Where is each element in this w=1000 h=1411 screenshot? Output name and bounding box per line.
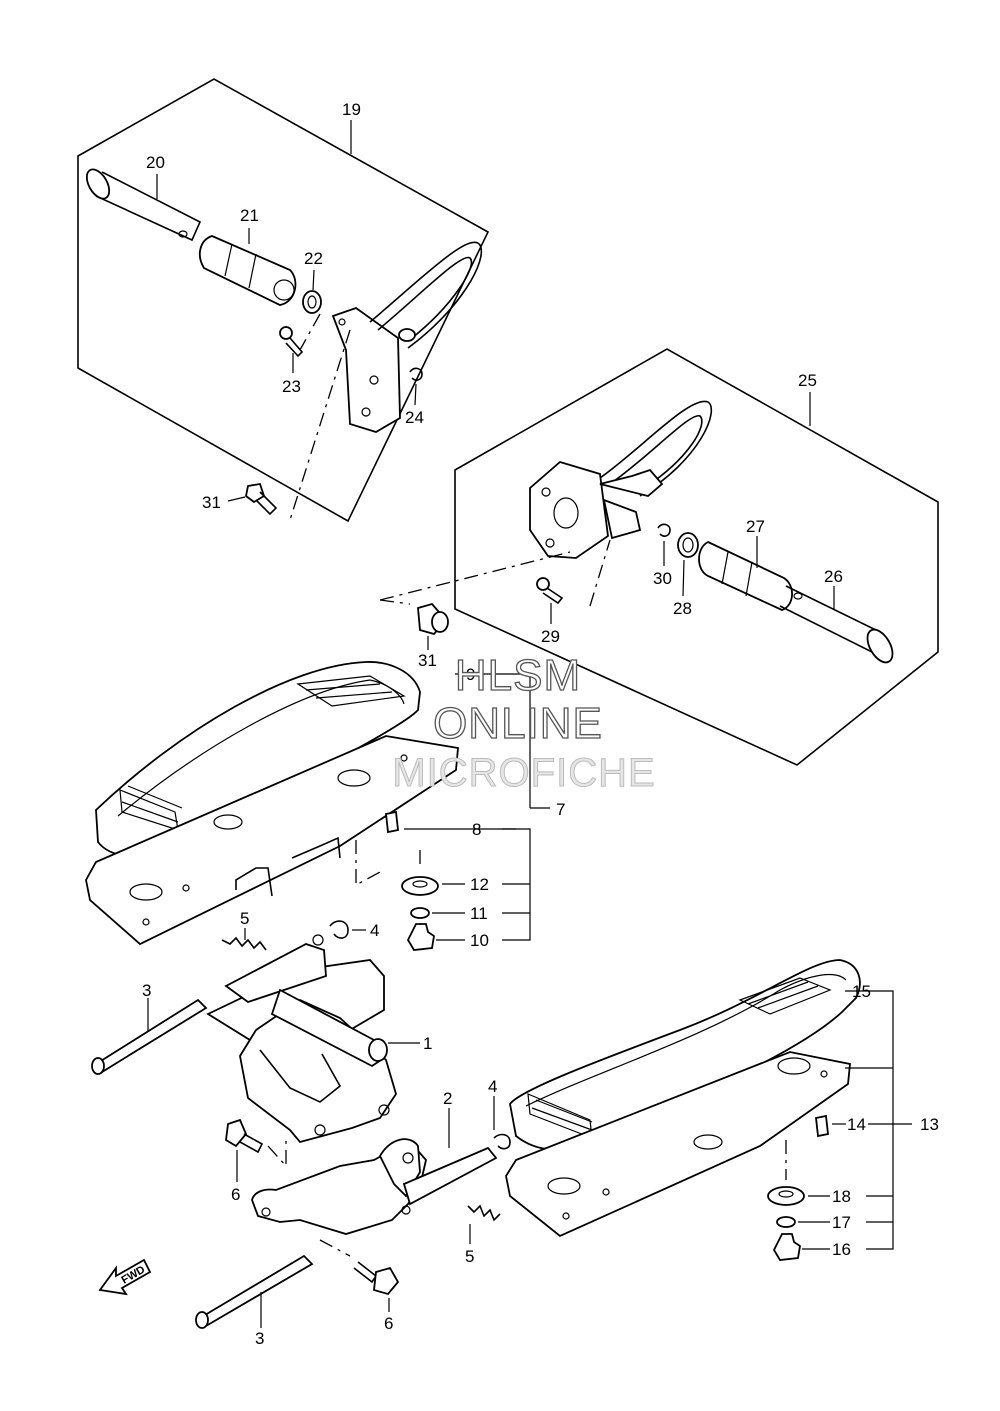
part-number-labels: 19 20 21 22 23 24 31 25 27 26 30 28 29 3… — [142, 100, 939, 1348]
part-label-29: 29 — [541, 627, 560, 646]
part-label-4-lower: 4 — [488, 1077, 497, 1096]
bolt-6-upper — [225, 1118, 264, 1182]
alignment-line-19 — [289, 313, 351, 521]
forward-direction-arrow: FWD — [98, 1258, 152, 1296]
watermark-line-3: MICROFICHE — [392, 751, 655, 795]
footrest-peg-20 — [85, 168, 202, 242]
part-label-5-upper: 5 — [240, 909, 249, 928]
alignment-line-9 — [355, 840, 421, 887]
washer-12 — [401, 876, 465, 896]
spring-5-lower — [467, 1204, 501, 1244]
rod-3-lower — [195, 1254, 314, 1329]
rod-3-upper — [91, 998, 208, 1075]
assembly-box-19 — [77, 78, 490, 523]
footboard-9 — [85, 661, 531, 946]
part-label-10: 10 — [470, 931, 489, 950]
washer-17 — [776, 1216, 830, 1228]
part-label-15: 15 — [852, 982, 871, 1001]
washer-22 — [302, 269, 322, 314]
part-label-7: 7 — [556, 800, 565, 819]
washer-28 — [677, 532, 699, 597]
washer-11 — [410, 907, 465, 919]
part-label-23: 23 — [282, 377, 301, 396]
assembly-box-25 — [454, 348, 939, 766]
watermark: HLSM ONLINE MICROFICHE — [392, 650, 655, 795]
bolt-31-upper — [227, 482, 278, 516]
part-label-5-lower: 5 — [465, 1247, 474, 1266]
bracket-line-13 — [845, 990, 912, 1250]
part-label-2: 2 — [443, 1089, 452, 1108]
part-label-3-lower: 3 — [255, 1329, 264, 1348]
rubber-peg-21 — [198, 228, 297, 306]
clip-4-upper — [329, 920, 366, 939]
bolt-10 — [406, 923, 465, 951]
part-label-31-lower: 31 — [418, 651, 437, 670]
part-label-16: 16 — [832, 1240, 851, 1259]
alignment-line-25 — [379, 539, 611, 607]
part-label-1: 1 — [423, 1034, 432, 1053]
bolt-6-lower — [353, 1261, 400, 1312]
rubber-peg-27 — [698, 536, 793, 611]
part-label-27: 27 — [746, 517, 765, 536]
watermark-line-1: HLSM — [455, 651, 581, 700]
part-label-30: 30 — [653, 569, 672, 588]
part-label-14: 14 — [847, 1115, 866, 1134]
clip-4-lower — [493, 1096, 511, 1150]
part-label-4-upper: 4 — [370, 921, 379, 940]
part-label-17: 17 — [832, 1213, 851, 1232]
part-label-28: 28 — [673, 599, 692, 618]
part-label-20: 20 — [146, 153, 165, 172]
part-label-11: 11 — [470, 904, 488, 923]
bolt-31-lower — [417, 602, 449, 650]
pin-23 — [279, 326, 304, 373]
footrest-bracket-19 — [331, 241, 483, 433]
alignment-line-2 — [319, 1239, 351, 1257]
alignment-line-1 — [267, 1140, 287, 1168]
bolt-16 — [772, 1233, 830, 1261]
part-label-12: 12 — [470, 875, 489, 894]
bracket-1 — [206, 934, 420, 1144]
washer-18 — [767, 1186, 830, 1206]
spring-5-upper — [221, 928, 267, 951]
part-label-3-upper: 3 — [142, 981, 151, 1000]
part-label-25: 25 — [798, 371, 817, 390]
part-label-31-upper: 31 — [202, 493, 221, 512]
part-label-24: 24 — [405, 408, 424, 427]
part-label-18: 18 — [832, 1187, 851, 1206]
pin-29 — [536, 577, 564, 624]
bracket-2 — [251, 1108, 498, 1235]
part-label-6-upper: 6 — [231, 1185, 240, 1204]
clip-24 — [409, 367, 423, 406]
part-label-8: 8 — [472, 820, 481, 839]
footboard-15 — [505, 959, 876, 1238]
footrest-peg-26 — [779, 585, 894, 664]
part-label-21: 21 — [240, 206, 259, 225]
bolt-8 — [385, 810, 516, 834]
part-label-13: 13 — [920, 1115, 939, 1134]
part-label-6-lower: 6 — [384, 1314, 393, 1333]
footrest-bracket-25 — [529, 400, 713, 559]
watermark-line-2: ONLINE — [433, 699, 603, 748]
bracket-line-7 — [502, 674, 550, 941]
part-label-22: 22 — [304, 249, 323, 268]
forward-direction-label: FWD — [120, 1264, 148, 1287]
clip-30 — [657, 523, 671, 566]
part-label-9: 9 — [466, 665, 475, 684]
bolt-14 — [815, 1114, 846, 1138]
part-label-19: 19 — [342, 100, 361, 119]
part-label-26: 26 — [824, 567, 843, 586]
